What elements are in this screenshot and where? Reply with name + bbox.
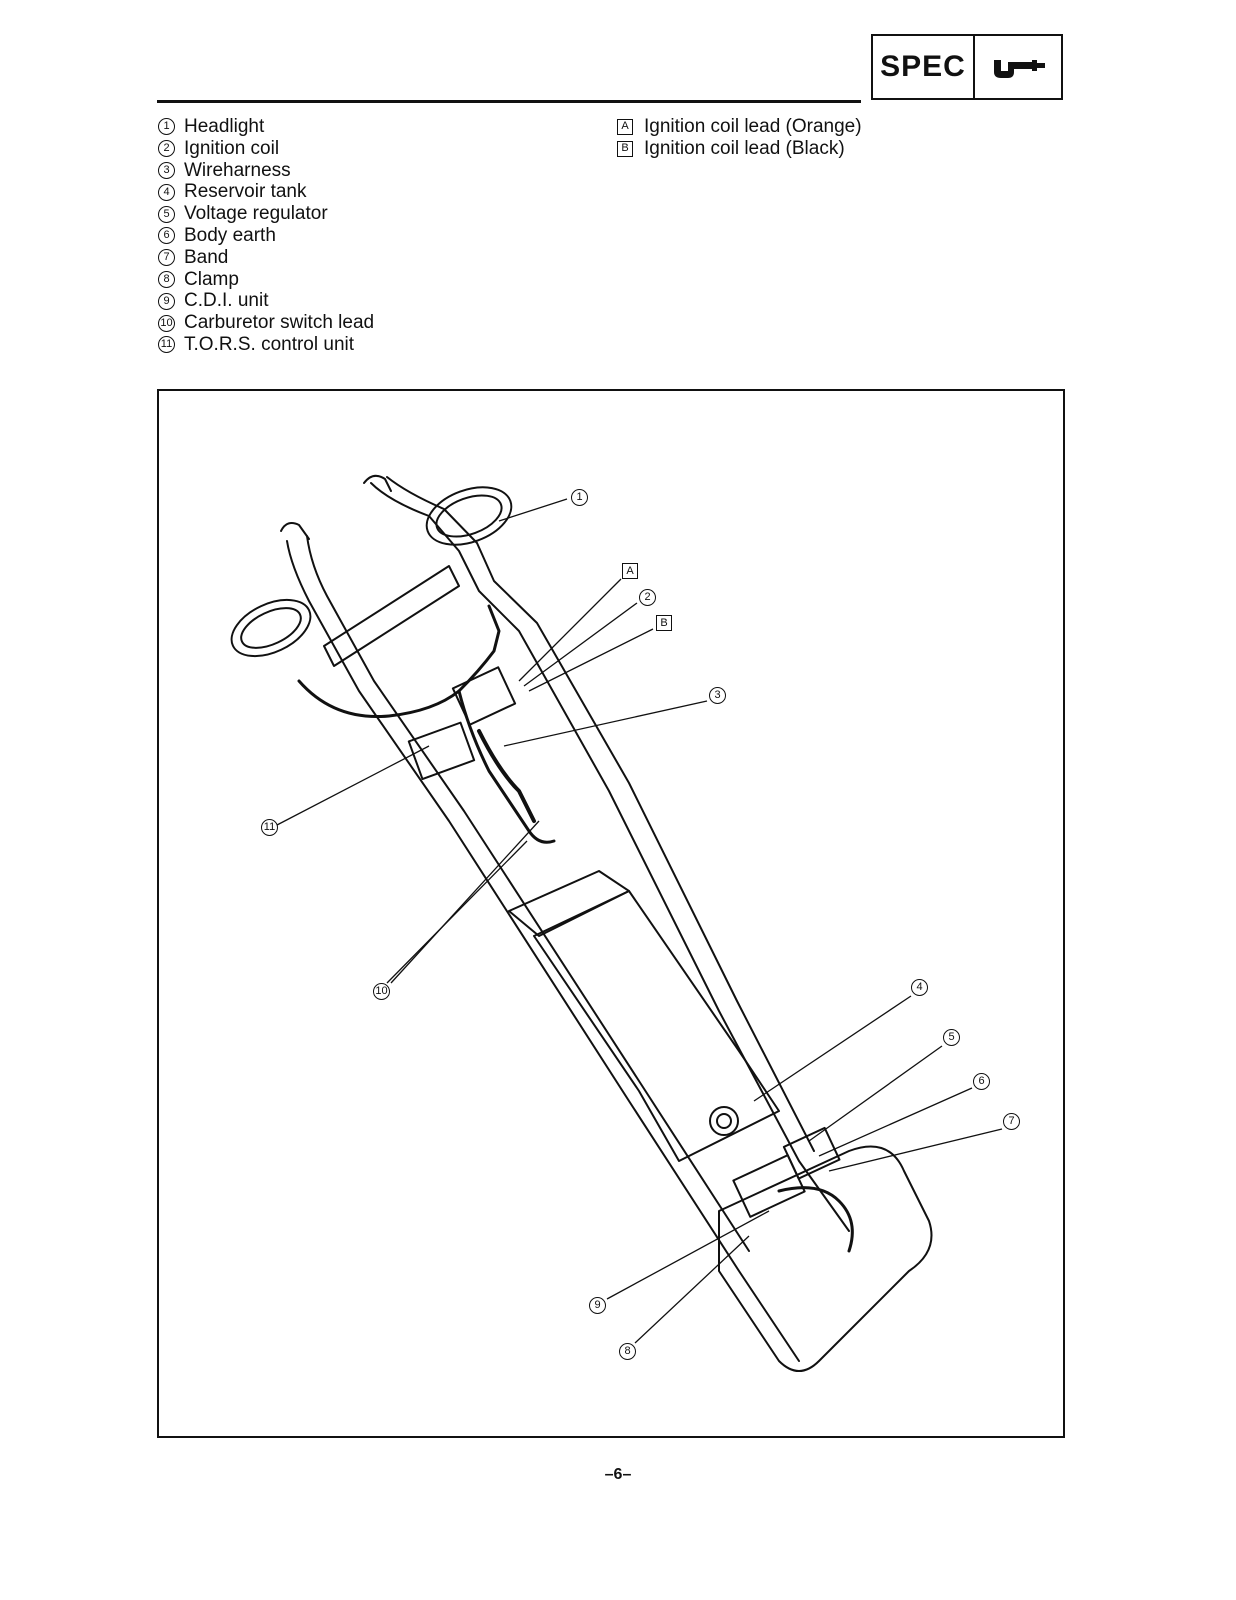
leader-10b bbox=[390, 820, 540, 984]
legend-marker: 2 bbox=[158, 140, 175, 158]
callout-1: 1 bbox=[571, 489, 588, 506]
legend-label: Carburetor switch lead bbox=[184, 312, 375, 334]
wiring-diagram: 1 A 2 B 3 11 10 4 5 6 7 9 8 bbox=[157, 389, 1065, 1438]
leader-a bbox=[518, 578, 622, 682]
legend-item: 2 Ignition coil bbox=[158, 138, 374, 160]
leader-1 bbox=[498, 498, 568, 522]
legend-label: Ignition coil lead (Orange) bbox=[644, 116, 862, 137]
legend-item: 5 Voltage regulator bbox=[158, 203, 374, 225]
regulator-body bbox=[782, 1126, 841, 1180]
legend-label: Ignition coil bbox=[184, 137, 280, 159]
legend-label: Body earth bbox=[184, 224, 276, 246]
legend-marker: B bbox=[617, 140, 633, 157]
legend-marker: 5 bbox=[158, 205, 175, 223]
rear-deck bbox=[533, 890, 780, 1162]
leader-5 bbox=[808, 1045, 943, 1142]
legend-item: A Ignition coil lead (Orange) bbox=[617, 116, 862, 138]
legend-marker: A bbox=[617, 118, 633, 135]
callout-9: 9 bbox=[589, 1297, 606, 1314]
wire-harness bbox=[297, 604, 501, 719]
legend-item: 9 C.D.I. unit bbox=[158, 290, 374, 312]
frame-rail-left bbox=[286, 540, 800, 1362]
bar-mount-left bbox=[280, 522, 310, 540]
spec-label: SPEC bbox=[873, 36, 975, 98]
legend-item: 11 T.O.R.S. control unit bbox=[158, 334, 374, 356]
frame-illustration bbox=[230, 474, 933, 1372]
page-number: –6– bbox=[604, 1466, 632, 1483]
rear-wiring bbox=[777, 1186, 854, 1253]
legend-item: B Ignition coil lead (Black) bbox=[617, 138, 862, 160]
callout-11: 11 bbox=[261, 819, 278, 836]
legend-item: 3 Wireharness bbox=[158, 160, 374, 182]
legend-marker: 1 bbox=[158, 118, 175, 136]
bar-mount-right bbox=[363, 474, 392, 492]
legend-marker: 3 bbox=[158, 161, 175, 179]
caliper-icon bbox=[975, 36, 1061, 98]
legend-label: Wireharness bbox=[184, 159, 291, 181]
legend-item: 1 Headlight bbox=[158, 116, 374, 138]
frame-rail-left-inner bbox=[306, 535, 750, 1252]
legend-item: 10 Carburetor switch lead bbox=[158, 312, 374, 334]
legend-item: 4 Reservoir tank bbox=[158, 181, 374, 203]
cross-member bbox=[323, 565, 460, 667]
callout-6: 6 bbox=[973, 1073, 990, 1090]
leader-9 bbox=[606, 1210, 770, 1300]
legend-marker: 6 bbox=[158, 227, 175, 245]
legend-lettered: A Ignition coil lead (Orange) B Ignition c… bbox=[617, 116, 862, 160]
legend-numbered: 1 Headlight 2 Ignition coil 3 Wireharness 4… bbox=[158, 116, 374, 356]
callout-2: 2 bbox=[639, 589, 656, 606]
callout-4: 4 bbox=[911, 979, 928, 996]
headlight-right bbox=[425, 486, 513, 546]
leader-4 bbox=[753, 995, 912, 1102]
leader-2 bbox=[523, 602, 638, 687]
leader-8 bbox=[634, 1235, 750, 1344]
reservoir-cap bbox=[709, 1106, 739, 1136]
tors-unit-body bbox=[407, 721, 476, 781]
frame-rail-right-inner bbox=[386, 476, 815, 1152]
leader-b bbox=[528, 628, 654, 692]
legend-label: C.D.I. unit bbox=[184, 290, 269, 312]
leader-7 bbox=[828, 1128, 1003, 1172]
spec-badge: SPEC bbox=[871, 34, 1063, 100]
headlight-left-inner bbox=[240, 607, 302, 649]
rear-loop bbox=[718, 1145, 933, 1372]
callout-a: A bbox=[622, 563, 638, 579]
leader-lines bbox=[276, 498, 1003, 1344]
callout-3: 3 bbox=[709, 687, 726, 704]
legend-label: Voltage regulator bbox=[184, 203, 328, 225]
callout-10: 10 bbox=[373, 983, 390, 1000]
legend-marker: 7 bbox=[158, 249, 175, 267]
leader-10a bbox=[386, 840, 528, 984]
legend-marker: 4 bbox=[158, 183, 175, 201]
leader-3 bbox=[503, 700, 708, 747]
ignition-coil-body bbox=[451, 666, 517, 726]
wire-harness-branch bbox=[457, 689, 556, 844]
reservoir-cap-inner bbox=[716, 1113, 732, 1129]
headlight-left bbox=[230, 598, 312, 658]
legend-label: Headlight bbox=[184, 116, 265, 137]
legend-label: Clamp bbox=[184, 268, 239, 290]
legend-label: Reservoir tank bbox=[184, 181, 307, 203]
legend-item: 7 Band bbox=[158, 247, 374, 269]
leader-11 bbox=[276, 745, 430, 826]
legend-item: 6 Body earth bbox=[158, 225, 374, 247]
callout-b: B bbox=[656, 615, 672, 631]
legend-label: Band bbox=[184, 246, 229, 268]
callout-5: 5 bbox=[943, 1029, 960, 1046]
legend-marker: 9 bbox=[158, 292, 175, 310]
legend-marker: 10 bbox=[158, 314, 175, 332]
legend-label: T.O.R.S. control unit bbox=[184, 333, 355, 355]
callout-7: 7 bbox=[1003, 1113, 1020, 1130]
legend-label: Ignition coil lead (Black) bbox=[644, 137, 845, 159]
frame-rail-right bbox=[370, 482, 850, 1232]
legend-marker: 11 bbox=[158, 336, 175, 354]
legend-item: 8 Clamp bbox=[158, 269, 374, 291]
headlight-right-inner bbox=[435, 494, 503, 538]
header-rule bbox=[157, 100, 861, 103]
wire-harness-down bbox=[477, 729, 536, 823]
leader-6 bbox=[818, 1087, 973, 1157]
callout-8: 8 bbox=[619, 1343, 636, 1360]
legend-marker: 8 bbox=[158, 270, 175, 288]
